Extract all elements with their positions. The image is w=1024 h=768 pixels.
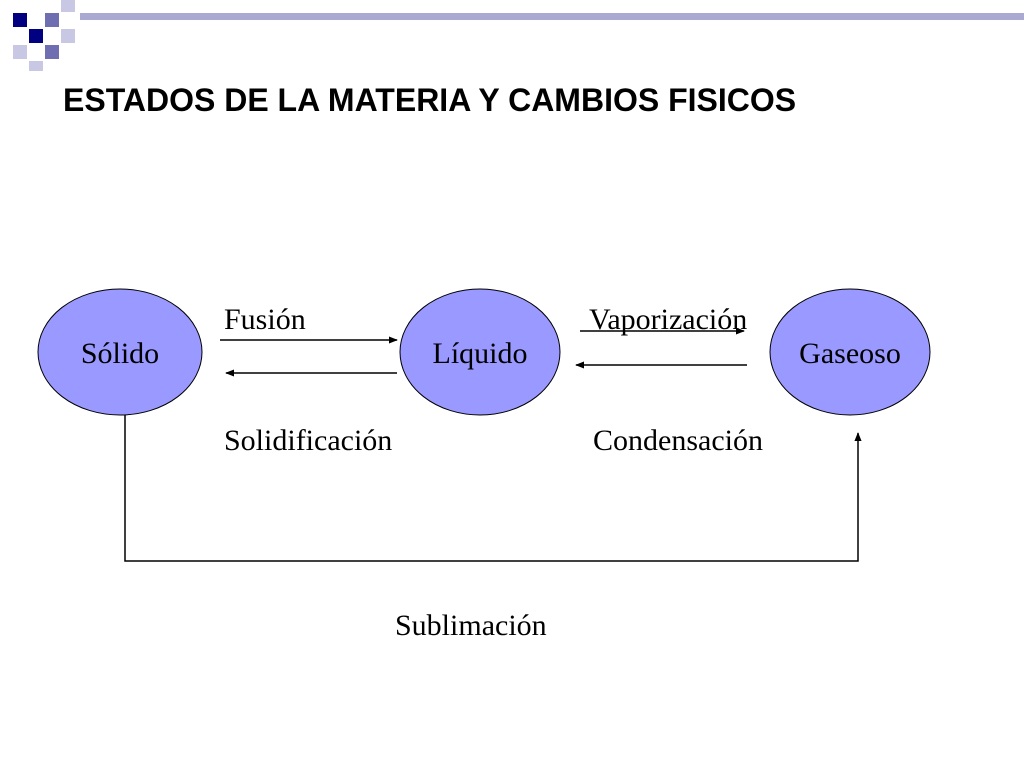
solid-state-ellipse	[37, 288, 203, 416]
sublimation-arrow	[124, 415, 862, 562]
sublimation-label: Sublimación	[395, 609, 547, 642]
deco-square	[13, 45, 27, 59]
vaporization-label: Vaporización	[589, 303, 747, 336]
condensation-label: Condensación	[593, 424, 763, 457]
gas-state-label: Gaseoso	[799, 337, 901, 370]
deco-square	[13, 13, 27, 27]
slide-title: ESTADOS DE LA MATERIA Y CAMBIOS FISICOS	[63, 82, 797, 118]
deco-square	[45, 45, 59, 59]
liquid-state-ellipse	[399, 288, 561, 416]
gas-state-ellipse	[769, 288, 931, 416]
deco-square	[61, 0, 75, 12]
deco-square	[61, 29, 75, 43]
deco-square	[29, 61, 43, 71]
deco-square	[29, 29, 43, 43]
deco-square	[45, 13, 59, 27]
header-rule	[80, 13, 1024, 20]
solidification-label: Solidificación	[224, 424, 392, 457]
fusion-label: Fusión	[224, 303, 306, 336]
solid-state-label: Sólido	[81, 337, 159, 370]
liquid-state-label: Líquido	[433, 337, 528, 370]
